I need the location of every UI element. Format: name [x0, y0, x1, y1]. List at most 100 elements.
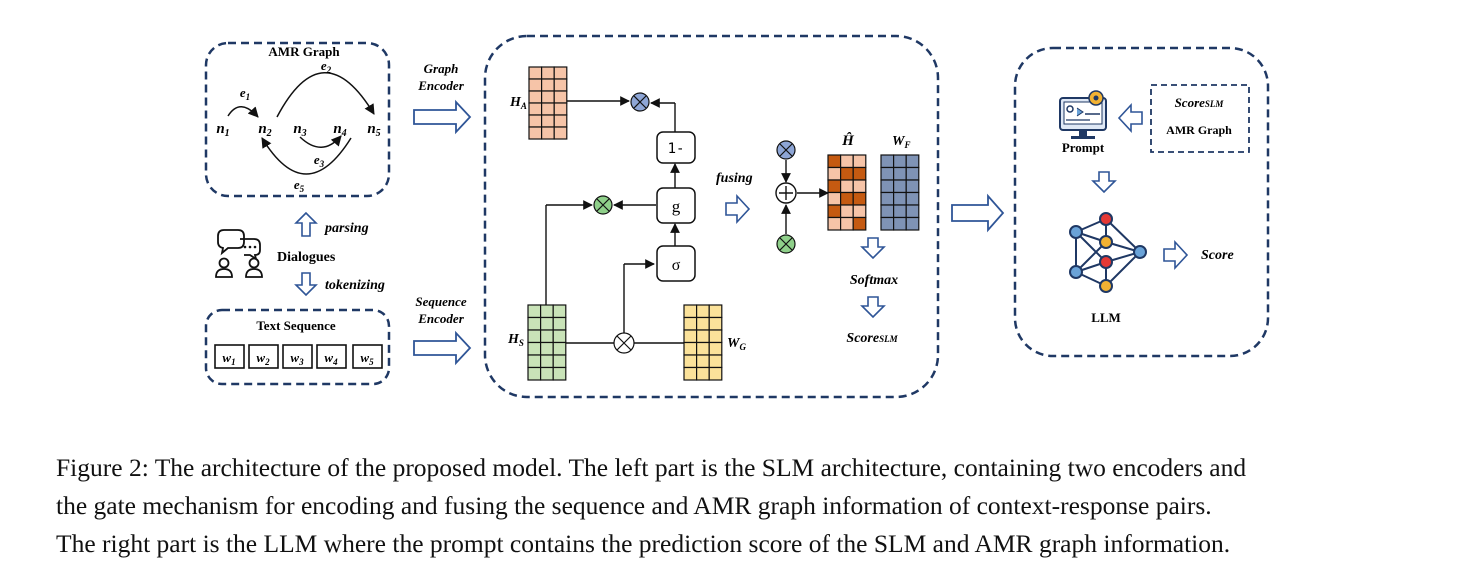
grid-wg-cell [708, 366, 723, 381]
grid-hhat-cell [827, 166, 842, 181]
grid-wf-cell [905, 204, 920, 219]
grid-hs-cell [527, 329, 542, 344]
grid-ha-cell [528, 126, 543, 140]
grid-ha-cell [528, 102, 543, 116]
edge-e5: e5 [294, 177, 305, 194]
grid-hs-cell [539, 329, 554, 344]
grid-ha-cell [553, 102, 568, 116]
grid-hhat-cell [827, 216, 842, 231]
token-w2: w2 [248, 344, 279, 369]
prompt-monitor-icon [1059, 90, 1107, 139]
ha-matrix [528, 66, 568, 140]
grid-hhat-cell [852, 216, 867, 231]
grid-ha-cell [528, 66, 543, 80]
grid-wg-cell [695, 316, 710, 331]
grid-hhat-cell [852, 179, 867, 194]
grid-hs-cell [552, 354, 567, 369]
grid-hs-cell [527, 304, 542, 319]
slm-connections [545, 96, 829, 344]
grid-hhat-cell [852, 191, 867, 206]
node-n3: n3 [293, 121, 306, 139]
score-arrow [1163, 239, 1189, 271]
token-w5: w5 [352, 344, 383, 369]
h-hat-matrix [827, 154, 867, 231]
ha-label: HA [509, 95, 527, 111]
grid-hs-cell [552, 341, 567, 356]
grid-wf-cell [905, 191, 920, 206]
hs-matrix [527, 304, 567, 381]
grid-wg-cell [708, 316, 723, 331]
svg-text:n2: n2 [258, 121, 271, 139]
prompt-to-llm-arrow [1091, 171, 1117, 194]
sigma-box: σ [656, 245, 696, 282]
prompt-input-arrow [1117, 102, 1143, 134]
grid-hs-cell [539, 366, 554, 381]
grid-ha-cell [528, 90, 543, 104]
grid-hhat-cell [827, 154, 842, 169]
node-n1: n1 [216, 121, 229, 139]
grid-hs-cell [539, 316, 554, 331]
grid-ha-cell [540, 66, 555, 80]
grid-wg-cell [695, 354, 710, 369]
otimes-fuse-green [776, 234, 796, 254]
grid-wg-cell [708, 329, 723, 344]
svg-text:w5: w5 [360, 350, 374, 367]
grid-hs-cell [552, 366, 567, 381]
grid-hhat-cell [839, 191, 854, 206]
llm-label: LLM [1091, 310, 1121, 325]
amr-graph-title: AMR Graph [268, 44, 340, 59]
wg-label: WG [727, 336, 746, 352]
svg-text:w4: w4 [324, 350, 338, 367]
parsing-label: parsing [324, 221, 369, 236]
svg-text:w2: w2 [256, 350, 270, 367]
llm-box [1013, 46, 1270, 358]
score-slm-arrow [860, 296, 886, 319]
tokenizing-arrow [294, 272, 318, 297]
slm-to-llm-arrow [951, 193, 1005, 233]
grid-hs-cell [539, 354, 554, 369]
svg-text:σ: σ [672, 257, 681, 274]
caption-line-1: Figure 2: The architecture of the propos… [56, 453, 1247, 482]
prompt-input-score: ScoreSLM [1175, 95, 1225, 110]
svg-text:ScoreSLM: ScoreSLM [846, 331, 898, 346]
svg-text:n5: n5 [367, 121, 380, 139]
svg-text:HS: HS [507, 332, 524, 348]
figure-caption: Figure 2: The architecture of the propos… [56, 449, 1436, 563]
graph-encoder-arrow [413, 99, 472, 135]
grid-hhat-cell [839, 166, 854, 181]
grid-hhat-cell [827, 191, 842, 206]
wf-matrix [880, 154, 920, 231]
tokenizing-label: tokenizing [325, 278, 385, 293]
grid-wg-cell [683, 316, 698, 331]
svg-text:WG: WG [727, 336, 746, 352]
grid-ha-cell [553, 66, 568, 80]
score-label: Score [1201, 248, 1234, 263]
text-sequence-title: Text Sequence [256, 318, 336, 333]
grid-hhat-cell [852, 154, 867, 169]
grid-hs-cell [552, 304, 567, 319]
grid-wg-cell [683, 366, 698, 381]
grid-hhat-cell [839, 154, 854, 169]
grid-hs-cell [552, 316, 567, 331]
otimes-fuse-blue [776, 140, 796, 160]
one-minus-box: 1- [656, 131, 696, 164]
prompt-label: Prompt [1062, 140, 1105, 155]
h-hat-label: Ĥ [841, 132, 855, 149]
sequence-encoder-label-2: Encoder [417, 311, 464, 326]
grid-hs-cell [539, 304, 554, 319]
grid-hs-cell [527, 341, 542, 356]
otimes-green [593, 195, 613, 215]
grid-ha-cell [540, 78, 555, 92]
gate-box: g [656, 187, 696, 224]
token-w1: w1 [214, 344, 245, 369]
text-sequence-box: Text Sequence w1 w2 w3 w4 w5 [204, 308, 391, 386]
sequence-encoder-label-1: Sequence [415, 294, 467, 309]
dialogues-label: Dialogues [277, 250, 336, 265]
oplus [775, 182, 797, 204]
grid-wg-cell [708, 354, 723, 369]
grid-wg-cell [695, 304, 710, 319]
svg-text:w3: w3 [290, 350, 304, 367]
sequence-encoder-arrow [413, 330, 472, 366]
grid-ha-cell [553, 78, 568, 92]
grid-wg-cell [695, 366, 710, 381]
